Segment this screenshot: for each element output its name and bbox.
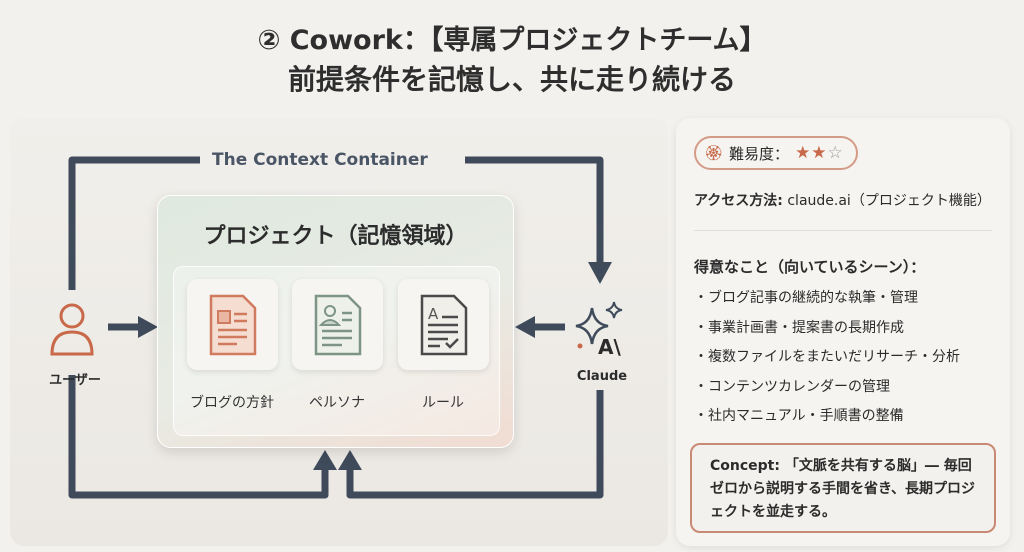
title-line-1: ② Cowork：【専属プロジェクトチーム】 [257,25,767,56]
concept-box: Concept: 「文脈を共有する脳」― 毎回ゼロから説明する手間を省き、長期プ… [690,443,996,533]
award-icon: 🏵 [704,144,724,162]
documents-area: A ブログの方針 ペルソナ ルール [173,266,500,436]
claude-logo-text: A\ [598,335,621,359]
blog-policy-card[interactable] [187,279,278,370]
rules-label: ルール [422,395,464,411]
arrowhead-up-right [338,450,362,470]
rules-card[interactable]: A [398,279,489,370]
star-empty-icon: ☆ [827,143,844,163]
persona-document-icon [314,294,361,355]
claude-icon: A\ [575,301,623,359]
blog-policy-label: ブログの方針 [190,395,274,411]
loop-bottom-right [346,390,604,499]
strengths-title: 得意なこと（向いているシーン）： [694,258,926,276]
info-panel: 🏵 難易度： ★★☆ アクセス方法: claude.ai（プロジェクト機能） 得… [676,118,1010,546]
arrowhead-up-left [313,450,337,470]
list-item: ・社内マニュアル・手順書の整備 [694,408,904,424]
loop-bottom-left [68,375,329,499]
loop-top-left [68,156,200,290]
persona-label: ペルソナ [309,395,365,411]
list-item: ・複数ファイルをまたいだリサーチ・分析 [694,349,960,365]
divider [694,230,992,231]
arrowhead-right [138,316,158,338]
project-memory-box: プロジェクト（記憶領域） A ブログの方針 ペルソナ ルール [157,195,514,448]
loop-top-right [465,156,604,262]
persona-card[interactable] [292,279,383,370]
access-value: claude.ai（プロジェクト機能） [782,193,991,209]
strengths-list: ・ブログ記事の継続的な執筆・管理 ・事業計画書・提案書の長期作成 ・複数ファイル… [694,284,960,432]
list-item: ・コンテンツカレンダーの管理 [694,378,890,395]
star-filled-icons: ★★ [795,143,828,163]
difficulty-stars: ★★☆ [795,143,844,163]
svg-text:A: A [428,305,439,323]
rules-document-icon: A [420,294,467,355]
title-line-2: 前提条件を記憶し、共に走り続ける [287,63,736,96]
difficulty-label: 難易度： [729,144,790,163]
list-item: ・ブログ記事の継続的な執筆・管理 [694,290,918,306]
claude-label: Claude [576,369,628,384]
user-icon [50,303,94,356]
access-label: アクセス方法: [694,193,783,209]
project-title: プロジェクト（記憶領域） [203,224,468,249]
access-method: アクセス方法: claude.ai（プロジェクト機能） [694,190,991,210]
arrowhead-down [588,262,612,284]
user-label: ユーザー [49,373,101,388]
context-container-label: The Context Container [212,150,428,170]
list-item: ・事業計画書・提案書の長期作成 [694,319,904,336]
difficulty-badge: 🏵 難易度： ★★☆ [694,136,858,170]
blog-document-icon [209,294,256,355]
arrowhead-left [515,316,535,338]
